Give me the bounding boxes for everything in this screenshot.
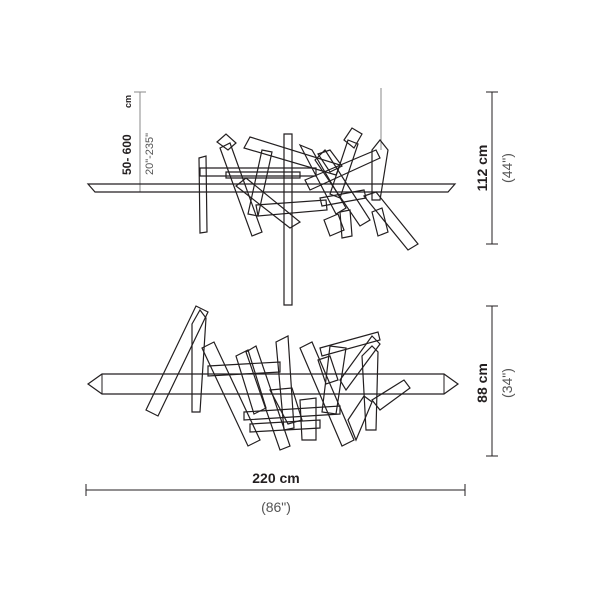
crystal-stick bbox=[304, 149, 381, 191]
crystal-stick bbox=[298, 143, 347, 215]
crystal-stick bbox=[339, 335, 381, 392]
crystal-stick bbox=[275, 335, 295, 431]
side-height-cm-label: 112 cm bbox=[474, 145, 490, 192]
crystal-stick bbox=[361, 345, 379, 431]
crystal-stick bbox=[207, 361, 281, 377]
front-elevation-view bbox=[85, 305, 498, 496]
main-rod bbox=[283, 133, 293, 306]
width-inch-label: (86") bbox=[261, 499, 291, 515]
crystal-stick bbox=[219, 142, 263, 237]
crystal-stick bbox=[339, 209, 353, 239]
crystal-sticks-top bbox=[198, 127, 419, 251]
drop-label-cm: 50- 600 bbox=[120, 134, 134, 175]
front-height-cm-label: 88 cm bbox=[474, 363, 490, 403]
crystal-stick bbox=[145, 305, 209, 417]
side-height-inch-label: (44") bbox=[499, 153, 515, 183]
crystal-stick bbox=[235, 349, 267, 415]
crystal-stick bbox=[343, 127, 363, 149]
crystal-stick bbox=[235, 177, 302, 229]
crystal-stick bbox=[362, 191, 419, 251]
crystal-stick bbox=[329, 139, 359, 199]
front-height-inch-label: (34") bbox=[499, 368, 515, 398]
crystal-stick bbox=[323, 213, 345, 237]
crystal-stick bbox=[371, 139, 389, 201]
side-elevation-view bbox=[86, 88, 498, 306]
crystal-stick bbox=[249, 419, 321, 433]
drop-label-cm-unit: cm bbox=[123, 95, 133, 108]
crystal-stick bbox=[317, 149, 343, 173]
crystal-stick bbox=[255, 199, 328, 217]
horizontal-bar bbox=[86, 373, 460, 395]
crystal-stick bbox=[317, 355, 339, 385]
crystal-stick bbox=[321, 345, 347, 415]
canopy-bar bbox=[86, 183, 457, 193]
crystal-stick bbox=[243, 405, 341, 421]
crystal-stick bbox=[201, 341, 261, 447]
crystal-stick bbox=[347, 395, 373, 442]
crystal-stick bbox=[269, 387, 303, 425]
width-cm-label: 220 cm bbox=[252, 470, 299, 486]
crystal-stick bbox=[191, 308, 207, 413]
crystal-stick bbox=[245, 345, 291, 451]
crystal-stick bbox=[225, 171, 301, 179]
crystal-sticks-bottom bbox=[145, 305, 411, 451]
crystal-stick bbox=[299, 397, 317, 441]
crystal-stick bbox=[319, 331, 381, 357]
crystal-stick bbox=[216, 133, 237, 151]
crystal-stick bbox=[198, 155, 208, 234]
crystal-stick bbox=[371, 379, 411, 411]
drop-label-inch: 20"-235" bbox=[144, 133, 156, 175]
crystal-stick bbox=[371, 207, 389, 237]
